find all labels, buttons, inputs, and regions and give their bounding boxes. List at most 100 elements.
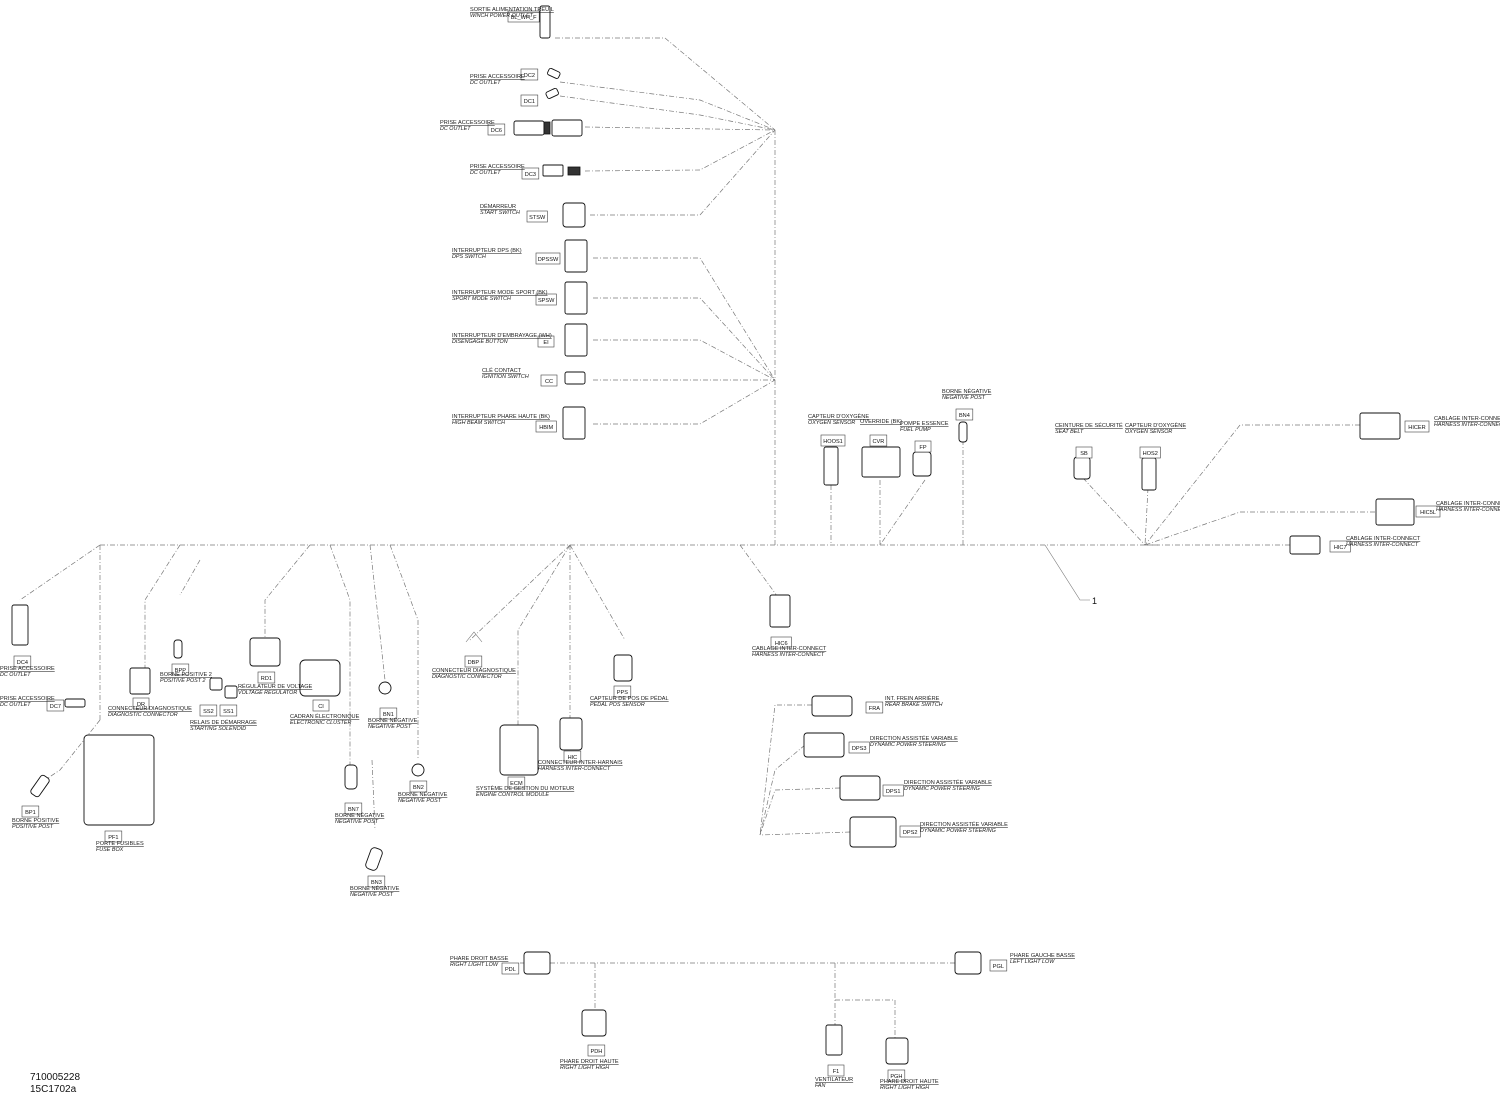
connector-code: DC4 — [17, 660, 28, 666]
connector-code: DR — [137, 702, 145, 708]
label-english: NEGATIVE POST — [398, 798, 442, 804]
label-french: PRISE ACCESSOIRE — [470, 164, 525, 170]
connector-code: DBP — [468, 660, 480, 666]
code-box — [535, 252, 561, 265]
connector-code: HICER — [1408, 425, 1425, 431]
connector-code: PDL — [505, 967, 516, 973]
code-box — [257, 671, 276, 684]
label-french: PHARE DROIT HAUTE — [560, 1059, 619, 1065]
connector-code: HOOS1 — [823, 439, 843, 445]
right-high-light-icon — [581, 1009, 607, 1037]
code-box — [526, 210, 548, 223]
connector-code: DPS2 — [903, 830, 918, 836]
label-french: BORNE NÉGATIVE — [350, 885, 400, 892]
label-french: BORNE NÉGATIVE — [368, 717, 418, 724]
dc1-plug-icon — [545, 87, 559, 99]
label-french: BORNE POSITIVE 2 — [160, 672, 212, 678]
label-french: SORTIE ALIMENTATION TREUIL — [470, 7, 554, 13]
drawing-code: 15C1702a — [30, 1084, 77, 1095]
component-pictograms — [11, 5, 1415, 1065]
label-french: SYSTÈME DE GESTION DU MOTEUR — [476, 785, 574, 792]
label-french: DÉMARREUR — [480, 203, 516, 210]
ignition-switch-icon — [564, 371, 586, 385]
connector-code: BL_WH_F — [511, 15, 537, 21]
connector-code: SS2 — [203, 709, 214, 715]
label-french: CONNECTEUR INTER-HARNAIS — [538, 760, 623, 766]
harness-wires — [19, 37, 1375, 1040]
code-box — [869, 434, 888, 447]
dc7-connector-icon — [64, 698, 86, 708]
code-box — [865, 701, 884, 714]
connector-code: HIC6 — [775, 641, 788, 647]
connector-code: DPSSW — [538, 257, 559, 263]
connector-code: DC7 — [50, 704, 61, 710]
label-french: PHARE GAUCHE BASSE — [1010, 953, 1075, 959]
fan-connector-icon — [825, 1024, 843, 1056]
solenoid-ss1-icon — [224, 685, 238, 699]
code-box — [367, 875, 386, 888]
negative-post-bn4-icon — [958, 421, 968, 443]
label-english: OXYGEN SENSOR — [1125, 429, 1172, 435]
right-low-light-icon — [523, 951, 551, 975]
label-french: RÉGULATEUR DE VOLTAGE — [238, 683, 313, 690]
dc6-outlet-icon — [551, 119, 583, 137]
label-english: RIGHT LIGHT HIGH — [880, 1085, 929, 1091]
code-box — [1139, 446, 1161, 459]
dps3-connector-icon — [803, 732, 845, 758]
label-english: NEGATIVE POST — [368, 724, 412, 730]
code-box — [464, 655, 483, 668]
code-box — [409, 780, 428, 793]
code-box — [1075, 446, 1093, 459]
hic7-connector-icon — [1289, 535, 1321, 555]
dc6-connector-icon — [513, 120, 545, 136]
label-french: VENTILATEUR — [815, 1077, 853, 1083]
connector-code: SB — [1080, 451, 1088, 457]
connector-code: PDH — [590, 1049, 602, 1055]
label-english: DYNAMIC POWER STEERING — [870, 742, 946, 748]
negative-post-bn1-icon — [378, 681, 392, 695]
connector-code: RD1 — [261, 676, 272, 682]
code-box — [955, 408, 974, 421]
dps2-connector-icon — [849, 816, 897, 848]
code-box — [848, 741, 870, 754]
label-french: CAPTEUR D'OXYGÈNE — [808, 413, 869, 420]
dc3-cap-icon — [567, 166, 581, 176]
code-box — [537, 335, 555, 348]
label-english: ELECTRONIC CLUSTER — [290, 720, 352, 726]
label-english: DYNAMIC POWER STEERING — [920, 828, 996, 834]
pedal-sensor-icon — [613, 654, 633, 682]
start-switch-icon — [562, 202, 586, 228]
code-box — [312, 699, 330, 712]
dps1-connector-icon — [839, 775, 881, 801]
diagnostic-dr-icon — [129, 667, 151, 695]
code-box — [520, 94, 539, 107]
dps-switch-icon — [564, 239, 588, 273]
label-english: PEDAL POS SENSOR — [590, 702, 645, 708]
label-english: RIGHT LIGHT HIGH — [560, 1065, 609, 1071]
label-english: NEGATIVE POST — [942, 395, 986, 401]
code-box — [770, 636, 792, 649]
label-english: HARNESS INTER-CONNECT — [1346, 542, 1419, 548]
label-french: CABLAGE INTER-CONNECT — [1346, 536, 1421, 542]
